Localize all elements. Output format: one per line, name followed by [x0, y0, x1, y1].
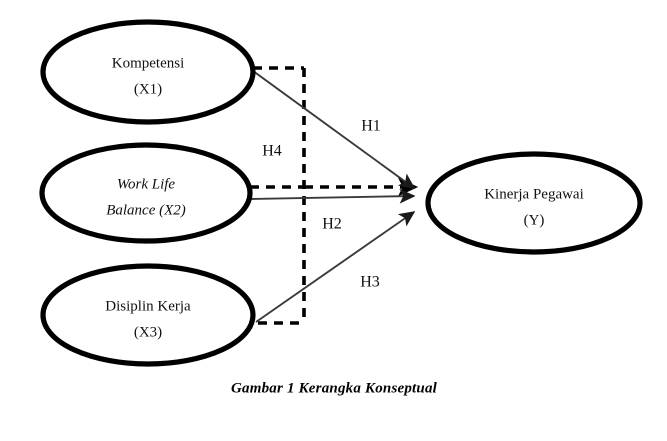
node-kinerja-pegawai-line1: Kinerja Pegawai: [484, 186, 584, 202]
node-kompetensi: Kompetensi (X1): [40, 19, 256, 125]
node-kinerja-pegawai-line2: (Y): [524, 212, 545, 228]
hypothesis-labels-group: H1 H2 H3 H4: [262, 118, 381, 291]
hypothesis-label-h1: H1: [361, 118, 381, 135]
dashed-combined-effect-group: [250, 66, 419, 325]
node-kinerja-pegawai: Kinerja Pegawai (Y): [425, 151, 643, 255]
figure-caption: Gambar 1 Kerangka Konseptual: [231, 380, 438, 396]
node-disiplin-kerja: Disiplin Kerja (X3): [40, 263, 256, 367]
arrow-disiplinkerja-to-kinerja: [255, 211, 416, 323]
node-work-life-balance-line1: Work Life: [117, 176, 176, 192]
node-disiplin-kerja-shape: [40, 263, 256, 367]
node-work-life-balance: Work Life Balance (X2): [39, 142, 253, 244]
arrow-kompetensi-to-kinerja: [252, 70, 416, 189]
node-disiplin-kerja-line1: Disiplin Kerja: [105, 298, 191, 314]
node-kompetensi-shape: [40, 19, 256, 125]
node-kompetensi-line1: Kompetensi: [112, 55, 185, 71]
node-kompetensi-line2: (X1): [134, 81, 162, 97]
arrow-worklifebalance-to-kinerja: [249, 188, 416, 204]
node-kinerja-pegawai-shape: [425, 151, 643, 255]
node-work-life-balance-shape: [39, 142, 253, 244]
hypothesis-label-h2: H2: [322, 216, 342, 233]
direct-effect-arrows-group: [249, 70, 416, 323]
hypothesis-label-h3: H3: [360, 274, 380, 291]
node-work-life-balance-line2: Balance (X2): [106, 202, 186, 218]
hypothesis-label-h4: H4: [262, 143, 282, 160]
node-disiplin-kerja-line2: (X3): [134, 324, 162, 340]
